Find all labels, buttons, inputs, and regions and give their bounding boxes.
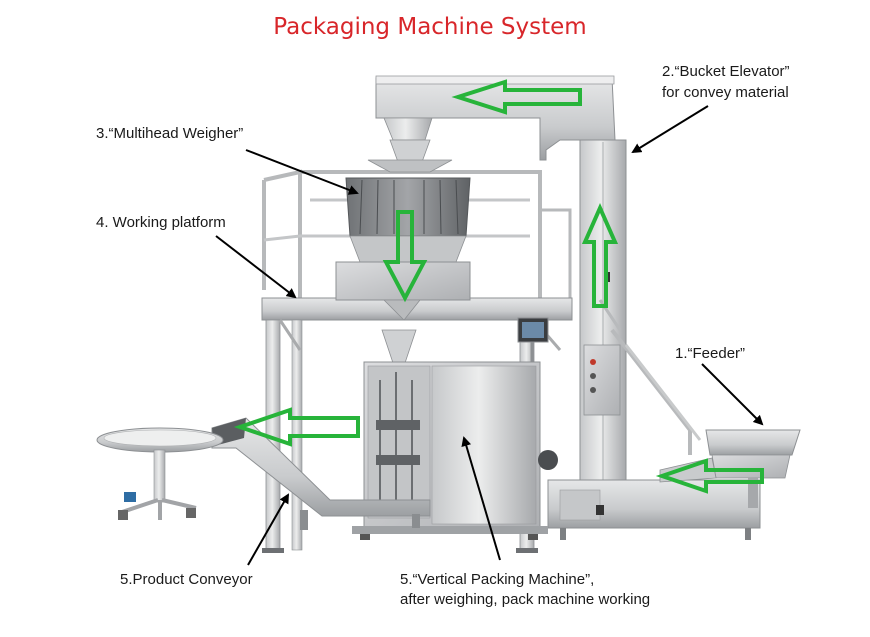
diagram-title: Packaging Machine System	[273, 14, 587, 40]
weigher-top-cone	[367, 159, 453, 173]
elevator-top-lid	[375, 75, 615, 85]
pointer-arrow-feeder	[701, 363, 764, 426]
elevator-discharge-chute	[383, 117, 433, 141]
pointer-arrow-elevator	[631, 105, 709, 154]
pointer-arrow-platform	[215, 235, 297, 299]
elevator-control-box	[583, 344, 621, 416]
flow-arrow-weigher-down	[382, 210, 428, 303]
material-flow-arrows	[233, 79, 764, 494]
label-feeder: 1.“Feeder”	[675, 345, 746, 362]
flow-arrow-elevator-top	[451, 79, 582, 115]
flow-arrow-feeder	[655, 458, 764, 494]
flow-arrow-conveyor	[233, 407, 360, 447]
label-bucket-elevator-desc: for convey material	[662, 84, 789, 101]
pointer-arrow-packer	[461, 436, 501, 561]
label-vertical-packing-machine: 5.“Vertical Packing Machine”,	[400, 571, 595, 588]
label-vertical-packing-machine-desc: after weighing, pack machine working	[400, 591, 651, 608]
pointer-arrow-weigher	[245, 149, 359, 195]
forming-tube	[381, 329, 417, 367]
label-multihead-weigher: 3.“Multihead Weigher”	[96, 125, 244, 142]
multihead-weigher	[335, 139, 471, 321]
elevator-top-housing	[375, 77, 616, 161]
pointer-arrow-conveyor	[247, 493, 289, 566]
pointer-arrows	[215, 105, 764, 566]
label-working-platform: 4. Working platform	[96, 214, 226, 231]
label-product-conveyor: 5.Product Conveyor	[120, 571, 253, 588]
flow-arrow-elevator-up	[581, 203, 619, 308]
weigher-buckets	[345, 177, 471, 237]
vertical-packing-machine	[352, 317, 558, 540]
label-bucket-elevator: 2.“Bucket Elevator”	[662, 63, 790, 80]
rotary-table	[96, 427, 224, 520]
conveyor-belt	[211, 417, 431, 517]
